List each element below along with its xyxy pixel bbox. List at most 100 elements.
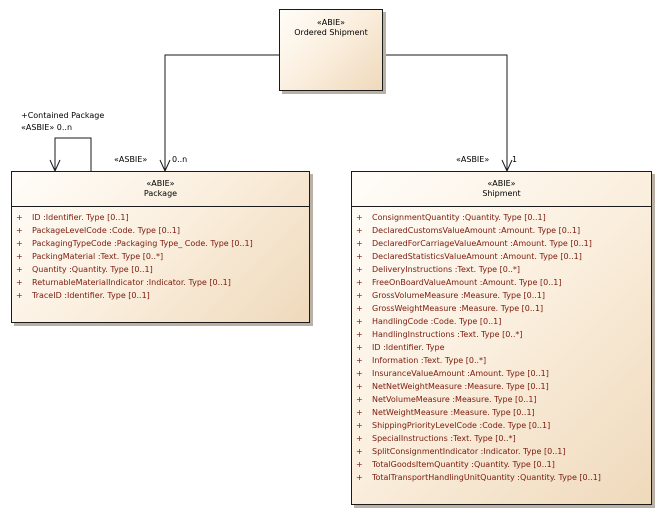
attribute-row[interactable]: + NetVolumeMeasure :Measure. Type [0..1] bbox=[352, 393, 651, 406]
attribute-text: NetWeightMeasure :Measure. Type [0..1] bbox=[372, 408, 535, 417]
attribute-text: DeclaredStatisticsValueAmount :Amount. T… bbox=[372, 252, 582, 261]
attribute-row[interactable]: + TotalGoodsItemQuantity :Quantity. Type … bbox=[352, 458, 651, 471]
association-line-shipment bbox=[383, 54, 508, 171]
attribute-text: PackagingTypeCode :Packaging Type_ Code.… bbox=[32, 239, 253, 248]
attribute-row[interactable]: + SpecialInstructions :Text. Type [0..*] bbox=[352, 432, 651, 445]
attribute-text: ID :Identifier. Type [0..1] bbox=[32, 213, 129, 222]
attribute-row[interactable]: + TotalTransportHandlingUnitQuantity :Qua… bbox=[352, 471, 651, 484]
attribute-text: TotalGoodsItemQuantity :Quantity. Type [… bbox=[372, 460, 555, 469]
association-line-package bbox=[164, 54, 279, 171]
visibility-marker: + bbox=[356, 278, 363, 287]
attribute-row[interactable]: + NetWeightMeasure :Measure. Type [0..1] bbox=[352, 406, 651, 419]
attribute-row[interactable]: + InsuranceValueAmount :Amount. Type [0..… bbox=[352, 367, 651, 380]
attribute-row[interactable]: + GrossVolumeMeasure :Measure. Type [0..1… bbox=[352, 289, 651, 302]
attribute-text: DeclaredForCarriageValueAmount :Amount. … bbox=[372, 239, 592, 248]
attribute-row[interactable]: + HandlingCode :Code. Type [0..1] bbox=[352, 315, 651, 328]
attribute-text: HandlingInstructions :Text. Type [0..*] bbox=[372, 330, 523, 339]
attribute-row[interactable]: + DeclaredForCarriageValueAmount :Amount.… bbox=[352, 237, 651, 250]
visibility-marker: + bbox=[16, 239, 23, 248]
class-package[interactable]: «ABIE» Package + ID :Identifier. Type [0.… bbox=[11, 171, 310, 323]
visibility-marker: + bbox=[356, 434, 363, 443]
attribute-row[interactable]: + TraceID :Identifier. Type [0..1] bbox=[12, 289, 309, 302]
attribute-row[interactable]: + PackingMaterial :Text. Type [0..*] bbox=[12, 250, 309, 263]
attribute-list: + ID :Identifier. Type [0..1] + PackageLeve… bbox=[12, 211, 309, 302]
class-stereotype: «ABIE» bbox=[316, 18, 346, 27]
visibility-marker: + bbox=[356, 291, 363, 300]
visibility-marker: + bbox=[356, 330, 363, 339]
visibility-marker: + bbox=[356, 460, 363, 469]
package-association-stereotype: «ASBIE» bbox=[114, 155, 148, 164]
attribute-row[interactable]: + SplitConsignmentIndicator :Indicator. T… bbox=[352, 445, 651, 458]
attribute-text: ID :Identifier. Type bbox=[372, 343, 445, 352]
attribute-text: TraceID :Identifier. Type [0..1] bbox=[32, 291, 150, 300]
class-stereotype: «ABIE» bbox=[146, 179, 175, 188]
attribute-row[interactable]: + GrossWeightMeasure :Measure. Type [0..1… bbox=[352, 302, 651, 315]
attribute-text: PackingMaterial :Text. Type [0..*] bbox=[32, 252, 164, 261]
attribute-text: Information :Text. Type [0..*] bbox=[372, 356, 487, 365]
attribute-text: InsuranceValueAmount :Amount. Type [0..1… bbox=[372, 369, 549, 378]
class-name: Package bbox=[143, 189, 178, 198]
class-shipment[interactable]: «ABIE» Shipment +ConsignmentQuantity :Qu… bbox=[351, 171, 652, 505]
visibility-marker: + bbox=[356, 369, 363, 378]
attribute-list: +ConsignmentQuantity :Quantity. Type [0.… bbox=[352, 211, 651, 484]
attribute-text: NetVolumeMeasure :Measure. Type [0..1] bbox=[372, 395, 537, 404]
visibility-marker: + bbox=[356, 447, 363, 456]
visibility-marker: + bbox=[356, 317, 363, 326]
attribute-row[interactable]: + PackagingTypeCode :Packaging Type_ Code… bbox=[12, 237, 309, 250]
visibility-marker: + bbox=[16, 278, 23, 287]
visibility-marker: + bbox=[356, 382, 363, 391]
attribute-row[interactable]: + NetNetWeightMeasure :Measure. Type [0..… bbox=[352, 380, 651, 393]
attribute-text: DeclaredCustomsValueAmount :Amount. Type… bbox=[372, 226, 581, 235]
attribute-text: GrossVolumeMeasure :Measure. Type [0..1] bbox=[372, 291, 546, 300]
visibility-marker: + bbox=[356, 304, 363, 313]
attribute-row[interactable]: +ConsignmentQuantity :Quantity. Type [0.… bbox=[352, 211, 651, 224]
visibility-marker: + bbox=[356, 252, 363, 261]
attribute-text: ReturnableMaterialIndicator :Indicator. … bbox=[32, 278, 231, 287]
shipment-association-multiplicity: 1 bbox=[512, 155, 518, 164]
attribute-row[interactable]: + ID :Identifier. Type [0..1] bbox=[12, 211, 309, 224]
attribute-text: HandlingCode :Code. Type [0..1] bbox=[372, 317, 502, 326]
attribute-row[interactable]: + Information :Text. Type [0..*] bbox=[352, 354, 651, 367]
attribute-row[interactable]: + DeclaredCustomsValueAmount :Amount. Typ… bbox=[352, 224, 651, 237]
attribute-text: GrossWeightMeasure :Measure. Type [0..1] bbox=[372, 304, 544, 313]
visibility-marker: + bbox=[16, 226, 23, 235]
visibility-marker: + bbox=[356, 343, 363, 352]
attribute-row[interactable]: + ShippingPriorityLevelCode :Code. Type [… bbox=[352, 419, 651, 432]
attribute-row[interactable]: + DeclaredStatisticsValueAmount :Amount. … bbox=[352, 250, 651, 263]
attribute-row[interactable]: + Quantity :Quantity. Type [0..1] bbox=[12, 263, 309, 276]
visibility-marker: + bbox=[356, 421, 363, 430]
attribute-row[interactable]: + FreeOnBoardValueAmount :Amount. Type [0… bbox=[352, 276, 651, 289]
class-name: Ordered Shipment bbox=[294, 28, 368, 37]
visibility-marker: + bbox=[356, 395, 363, 404]
visibility-marker: + bbox=[356, 356, 363, 365]
attribute-text: SplitConsignmentIndicator :Indicator. Ty… bbox=[372, 447, 566, 456]
attribute-text: PackageLevelCode :Code. Type [0..1] bbox=[32, 226, 180, 235]
class-stereotype: «ABIE» bbox=[487, 179, 516, 188]
visibility-marker: + bbox=[356, 239, 363, 248]
class-ordered-shipment[interactable]: «ABIE» Ordered Shipment bbox=[279, 9, 383, 91]
attribute-row[interactable]: + PackageLevelCode :Code. Type [0..1] bbox=[12, 224, 309, 237]
visibility-marker: + bbox=[356, 265, 363, 274]
attribute-text: Quantity :Quantity. Type [0..1] bbox=[32, 265, 153, 274]
attribute-text: ShippingPriorityLevelCode :Code. Type [0… bbox=[372, 421, 551, 430]
attribute-text: FreeOnBoardValueAmount :Amount. Type [0.… bbox=[372, 278, 562, 287]
visibility-marker: + bbox=[356, 226, 363, 235]
attribute-row[interactable]: + ID :Identifier. Type bbox=[352, 341, 651, 354]
compartment-divider bbox=[12, 206, 309, 207]
visibility-marker: + bbox=[356, 473, 363, 482]
visibility-marker: + bbox=[16, 252, 23, 261]
attribute-text: TotalTransportHandlingUnitQuantity :Quan… bbox=[372, 473, 601, 482]
visibility-marker: + bbox=[356, 213, 363, 222]
attribute-row[interactable]: + ReturnableMaterialIndicator :Indicator.… bbox=[12, 276, 309, 289]
shipment-association-stereotype: «ASBIE» bbox=[456, 155, 490, 164]
visibility-marker: + bbox=[16, 265, 23, 274]
visibility-marker: + bbox=[16, 291, 23, 300]
compartment-divider bbox=[352, 206, 651, 207]
attribute-text: SpecialInstructions :Text. Type [0..*] bbox=[372, 434, 516, 443]
visibility-marker: + bbox=[16, 213, 23, 222]
class-name: Shipment bbox=[482, 189, 521, 198]
attribute-row[interactable]: + HandlingInstructions :Text. Type [0..*] bbox=[352, 328, 651, 341]
visibility-marker: + bbox=[356, 408, 363, 417]
attribute-text: NetNetWeightMeasure :Measure. Type [0..1… bbox=[372, 382, 549, 391]
attribute-row[interactable]: +DeliveryInstructions :Text. Type [0..*] bbox=[352, 263, 651, 276]
